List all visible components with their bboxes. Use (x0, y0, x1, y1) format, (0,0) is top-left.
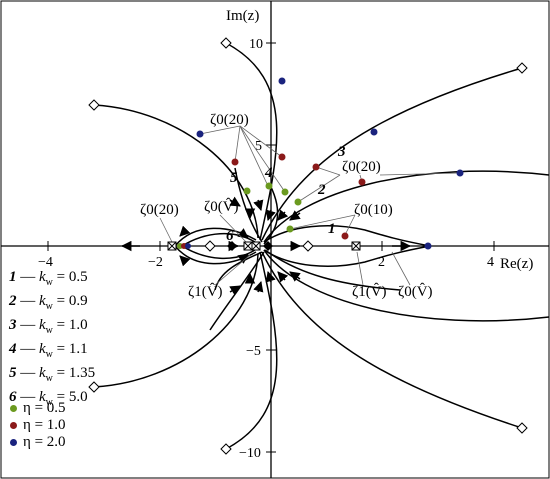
locus-curve-upper-1 (225, 42, 278, 241)
legend-curve-sub: w (45, 397, 53, 408)
x-tick-label-neg4: −4 (38, 255, 53, 270)
annotation-leaders (159, 125, 461, 286)
annotation-zeta1-V-left: ζ1(V̂) (188, 283, 223, 300)
locus-curve-lower-10 (214, 251, 263, 291)
legend-curve-label: k (39, 317, 46, 333)
curve-number-1: 1 (328, 221, 336, 237)
annotation-zeta0-V-lower: ζ0(V̂) (398, 283, 433, 300)
legend-eta-row: η = 0.5 (10, 400, 66, 417)
locus-curve-upper-5 (234, 167, 263, 243)
curve-number-3: 3 (337, 144, 346, 160)
legend-curve-row: 1 — kw = 0.5 (9, 269, 88, 288)
annotation-zeta0-10: ζ0(10) (354, 202, 393, 218)
legend-curve-row: 2 — kw = 0.9 (9, 293, 88, 312)
x-tick-label-4: 4 (487, 255, 494, 270)
legend-curve-sub: w (45, 277, 53, 288)
legend-curve-num: 5 (9, 365, 17, 381)
locus-curve-upper-9 (181, 233, 259, 247)
legend-curve-row: 6 — kw = 5.0 (9, 389, 88, 408)
annotation-zeta0-20-left: ζ0(20) (140, 202, 179, 218)
legend-curve-sub: w (45, 349, 53, 360)
legend-curve-value: = 5.0 (56, 389, 88, 405)
legend-eta: η = 0.5 η = 1.0 η = 2.0 (10, 400, 66, 451)
crossed-box-markers (167, 241, 361, 251)
legend-curve-label: k (39, 293, 46, 309)
curve-number-2: 2 (317, 182, 326, 198)
legend-eta-row: η = 1.0 (10, 417, 66, 434)
x-tick-label-neg2: −2 (148, 255, 163, 270)
legend-curve-num: 1 (9, 269, 17, 285)
legend-curve-label: k (39, 341, 46, 357)
legend-eta-label: η = 0.5 (23, 400, 66, 416)
locus-curve-lower-8 (264, 249, 401, 291)
legend-eta-row: η = 2.0 (10, 434, 66, 451)
y-tick-label-neg10: −10 (239, 446, 261, 461)
legend-curve-num: 4 (9, 341, 17, 357)
annotation-zeta0-20-upper: ζ0(20) (210, 112, 249, 128)
diamond-markers (88, 37, 528, 455)
legend-curve-sub: w (45, 301, 53, 312)
locus-curve-lower-4 (263, 249, 550, 322)
legend-curve-num: 6 (9, 389, 17, 405)
locus-curve-lower-5 (263, 245, 431, 267)
locus-curve-upper-7 (263, 184, 279, 245)
locus-curve-lower-7 (181, 245, 259, 259)
locus-curve-lower-2 (93, 253, 259, 388)
points-eta-2-0 (185, 77, 464, 250)
legend-curve-label: k (39, 365, 46, 381)
tick-marks (47, 42, 495, 453)
legend-curve-num: 3 (9, 317, 17, 333)
x-tick-label-2: 2 (378, 255, 385, 270)
y-axis-label: Im(z) (226, 8, 259, 24)
y-tick-label-neg5: −5 (246, 344, 261, 359)
y-tick-label-10: 10 (249, 37, 263, 52)
legend-curve-value: = 1.35 (56, 365, 96, 381)
legend-curve-sub: w (45, 325, 53, 336)
curve-number-4: 4 (264, 165, 273, 181)
filled-diamond-markers (227, 241, 273, 251)
points-eta-0-5 (177, 182, 302, 249)
locus-curve-lower-1 (225, 251, 278, 450)
legend-curve-value: = 1.1 (56, 341, 88, 357)
legend-curve-sub: w (45, 373, 53, 384)
curve-number-6: 6 (226, 228, 234, 244)
legend-eta-label: η = 1.0 (23, 417, 66, 433)
legend-curve-row: 3 — kw = 1.0 (9, 317, 88, 336)
locus-curve-lower-3 (261, 251, 523, 429)
legend-curve-label: k (39, 269, 46, 285)
locus-curve-upper-4 (263, 170, 550, 243)
legend-curve-value: = 1.0 (56, 317, 88, 333)
annotation-zeta1-V-right: ζ1(V̂) (352, 283, 387, 300)
legend-eta-label: η = 2.0 (23, 434, 66, 450)
annotation-zeta0-20-right: ζ0(20) (342, 159, 381, 175)
legend-curve-value: = 0.5 (56, 269, 88, 285)
legend-curve-num: 2 (9, 293, 17, 309)
legend-curves: 1 — kw = 0.5 2 — kw = 0.9 3 — kw = 1.0 4… (9, 268, 95, 412)
legend-eta-dot (10, 439, 17, 446)
points-eta-1-0 (181, 153, 366, 249)
legend-curve-value: = 0.9 (56, 293, 88, 309)
legend-eta-dot (10, 422, 17, 429)
curve-number-5: 5 (230, 170, 238, 186)
legend-curve-label: k (39, 389, 46, 405)
x-axis-label: Re(z) (500, 256, 533, 272)
legend-eta-dot (10, 405, 17, 412)
y-tick-label-5: 5 (255, 139, 262, 154)
annotation-zeta0-V-upper: ζ0(V̂) (204, 198, 239, 215)
legend-curve-row: 5 — kw = 1.35 (9, 365, 96, 384)
legend-curve-row: 4 — kw = 1.1 (9, 341, 88, 360)
